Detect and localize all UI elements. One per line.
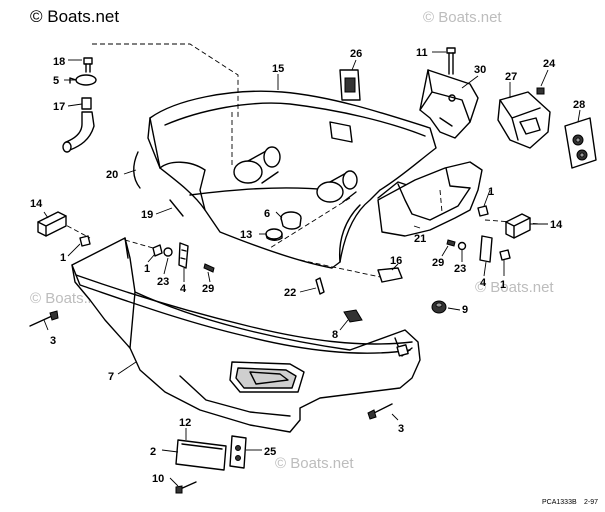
block-part-8 — [343, 309, 363, 323]
grommet-part-1-center — [152, 244, 163, 257]
dashed-guide-16 — [299, 259, 386, 279]
watermark-bottom-mid: © Boats.net — [275, 455, 354, 472]
screw-part-29-left — [203, 263, 215, 273]
callout-4-right: 4 — [480, 277, 487, 289]
hose-part-17 — [62, 97, 95, 153]
bracket-part-4-left-holes — [180, 249, 187, 260]
callout-9: 9 — [462, 304, 468, 316]
callout-1-lower-right: 1 — [500, 279, 506, 291]
cap-part-6 — [280, 211, 302, 230]
callout-5: 5 — [53, 75, 59, 87]
washer-part-23-left — [163, 247, 173, 257]
grommet-part-1-upper-right — [477, 205, 489, 217]
callout-18: 18 — [53, 56, 65, 68]
plug-part-28 — [564, 117, 597, 169]
grommet-part-1-lower-right — [499, 249, 511, 261]
screw-part-24 — [536, 87, 545, 95]
watermark-mid-right: © Boats.net — [475, 279, 554, 296]
callout-3-right: 3 — [398, 423, 404, 435]
grommet-part-1-left — [79, 235, 91, 247]
callout-4-left: 4 — [180, 283, 187, 295]
callout-12: 12 — [179, 417, 191, 429]
callout-11: 11 — [416, 47, 428, 59]
clip-part-22 — [315, 277, 325, 295]
callout-21: 21 — [414, 233, 426, 245]
callout-25: 25 — [264, 446, 276, 458]
callout-29-left: 29 — [202, 283, 214, 295]
callout-29-right: 29 — [432, 257, 444, 269]
dashed-guide-1 — [124, 239, 161, 251]
screw-part-29-right — [446, 239, 456, 247]
callout-7: 7 — [108, 371, 114, 383]
bracket-part-27 — [497, 91, 551, 149]
callout-22: 22 — [284, 287, 296, 299]
latch-part-14-left — [37, 211, 67, 237]
callout-14-left: 14 — [30, 198, 43, 210]
callout-24: 24 — [543, 58, 556, 70]
callout-1-center: 1 — [144, 263, 150, 275]
lower-cowl-part-7 — [71, 237, 421, 433]
watermark-top-left: © Boats.net — [30, 7, 119, 26]
dashed-guide-15 — [92, 43, 239, 118]
callout-17: 17 — [53, 101, 65, 113]
dashed-guide-14a — [59, 221, 91, 239]
bracket-part-4-right — [479, 235, 493, 263]
callout-2: 2 — [150, 446, 156, 458]
callout-30: 30 — [474, 64, 486, 76]
callout-27: 27 — [505, 71, 517, 83]
callout-3-left: 3 — [50, 335, 56, 347]
callout-23-left: 23 — [157, 276, 169, 288]
bracket-part-25 — [229, 435, 247, 469]
watermark-top-right: © Boats.net — [423, 9, 502, 26]
washer-part-23-right — [457, 241, 467, 251]
callout-19: 19 — [141, 209, 153, 221]
callout-16: 16 — [390, 255, 402, 267]
screw-part-10 — [175, 481, 197, 494]
drawing-date: 2-97 — [584, 499, 598, 506]
nut-part-9 — [431, 300, 447, 314]
latch-part-14-right — [505, 213, 531, 239]
drawing-code: PCA1333B — [542, 499, 577, 506]
switch-part-26 — [339, 69, 361, 101]
screw-part-3-right — [367, 403, 393, 420]
callout-26: 26 — [350, 48, 362, 60]
rod-part-19 — [169, 199, 184, 217]
dashed-guide-21 — [439, 189, 443, 213]
screw-part-18 — [83, 57, 93, 73]
callout-20: 20 — [106, 169, 118, 181]
plate-part-2 — [175, 439, 227, 471]
block-part-16 — [377, 267, 403, 283]
screw-part-3-left — [29, 310, 59, 327]
leader-lines — [43, 51, 581, 487]
callout-13: 13 — [240, 229, 252, 241]
callout-1-left: 1 — [60, 252, 66, 264]
callout-1-upper-right: 1 — [488, 186, 494, 198]
callout-28: 28 — [573, 99, 585, 111]
bolt-part-11 — [446, 47, 456, 75]
callout-15: 15 — [272, 63, 284, 75]
callout-8: 8 — [332, 329, 338, 341]
upper-cowl-part-15 — [147, 90, 483, 269]
callout-6: 6 — [264, 208, 270, 220]
callout-14-right: 14 — [550, 219, 563, 231]
bracket-part-4-left — [178, 242, 189, 269]
callout-10: 10 — [152, 473, 164, 485]
callout-23-right: 23 — [454, 263, 466, 275]
